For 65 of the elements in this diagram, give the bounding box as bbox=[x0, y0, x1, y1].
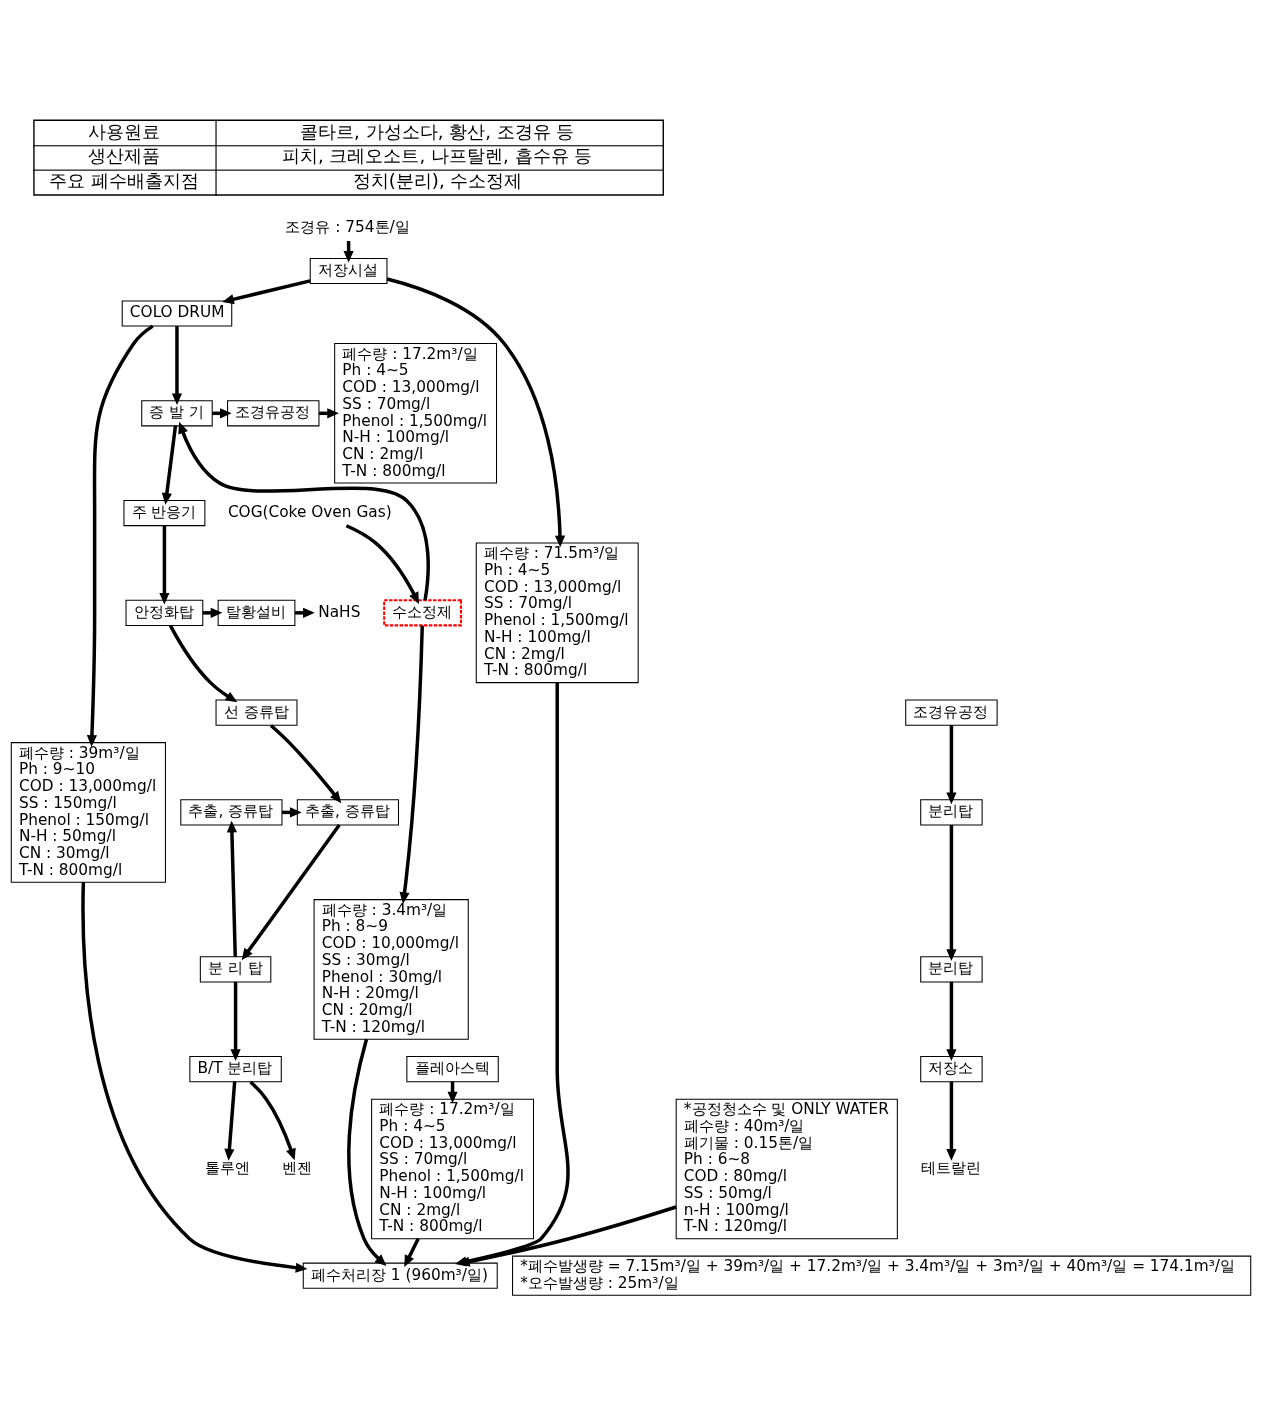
label: *폐수발생량 = 7.15m³/일 + 39m³/일 + 17.2m³/일 + 3.4m³/일 + 3m³/일 + 40m³/일 = 174.1m³/일 bbox=[520, 1256, 1235, 1275]
node-box: 플레아스텍 bbox=[406, 1055, 499, 1082]
node-box: 분 리 탑 bbox=[199, 955, 272, 982]
node-text: 조경유 : 754톤/일 bbox=[285, 217, 410, 236]
node-box: 폐수처리장 1 (960m³/일) bbox=[302, 1262, 498, 1289]
arrow bbox=[178, 421, 430, 601]
node-box: 추출, 증류탑 bbox=[180, 798, 283, 825]
arrow bbox=[399, 625, 424, 904]
label: 정치(분리), 수소정제 bbox=[352, 169, 523, 191]
node-text: 테트랄린 bbox=[920, 1158, 981, 1177]
node-box: 주 반응기 bbox=[123, 499, 206, 526]
arrow bbox=[458, 1204, 677, 1267]
node-box: B/T 분리탑 bbox=[189, 1055, 282, 1082]
arrow bbox=[171, 325, 183, 405]
arrow bbox=[222, 278, 311, 304]
label: 피치, 크레오소트, 나프탈렌, 흡수유 등 bbox=[281, 144, 593, 166]
node-box: 선 증류탑 bbox=[215, 699, 298, 726]
node-box: 증 발 기 bbox=[141, 399, 213, 426]
arrow bbox=[269, 723, 342, 803]
node-box: 수소정제 bbox=[383, 598, 462, 626]
label: 주요 폐수배출지점 bbox=[49, 169, 200, 191]
arrow bbox=[295, 607, 315, 618]
arrow bbox=[224, 1081, 237, 1161]
node-box: 폐수량 : 17.2m³/일 Ph : 4~5 COD : 13,000mg/l SS : 70mg/l Phenol : 1,500mg/l N-H : 100mg/l CN : 2mg/l T-N : 800mg/l bbox=[371, 1098, 535, 1239]
node-box: 조경유공정 bbox=[905, 699, 998, 726]
arrow bbox=[230, 981, 241, 1061]
arrow bbox=[226, 820, 237, 957]
node-box: 분리탑 bbox=[920, 955, 983, 982]
arrow bbox=[946, 724, 957, 804]
node-box: *공정청소수 및 ONLY WATER 폐수량 : 40m³/일 폐기물 : 0.15톤/일 Ph : 6~8 COD : 80mg/l SS : 50mg/l n-H : 100mg/l T-N : 120mg/l bbox=[675, 1098, 898, 1239]
arrow bbox=[386, 276, 566, 547]
node-box: 폐수량 : 71.5m³/일 Ph : 4~5 COD : 13,000mg/l SS : 70mg/l Phenol : 1,500mg/l N-H : 100mg/l CN : 2mg/l T-N : 800mg/l bbox=[475, 542, 639, 683]
arrow bbox=[249, 1080, 296, 1160]
arrow bbox=[241, 823, 341, 960]
label: 생산제품 bbox=[88, 144, 161, 166]
node-box: 저장소 bbox=[920, 1055, 983, 1082]
node-box: 조경유공정 bbox=[227, 399, 320, 426]
label: *오수발생량 : 25m³/일 bbox=[520, 1273, 679, 1292]
arrow bbox=[946, 981, 957, 1061]
node-box: 탈황설비 bbox=[217, 599, 296, 626]
label: 사용원료 bbox=[88, 120, 161, 142]
arrow bbox=[946, 824, 957, 961]
node-box: 폐수량 : 39m³/일 Ph : 9~10 COD : 13,000mg/l SS : 150mg/l Phenol : 150mg/l N-H : 50mg/l CN : 30mg/l T-N : 800mg/l bbox=[10, 741, 166, 883]
node-box: 안정화탑 bbox=[125, 599, 204, 626]
node-text: COG(Coke Oven Gas) bbox=[227, 502, 392, 521]
node-text: NaHS bbox=[318, 602, 361, 621]
arrow bbox=[404, 1237, 420, 1267]
node-box: 추출, 증류탑 bbox=[296, 798, 399, 825]
node-box: 저장시설 bbox=[309, 257, 388, 284]
node-box: 폐수량 : 17.2m³/일 Ph : 4~5 COD : 13,000mg/l SS : 70mg/l Phenol : 1,500mg/l N-H : 100mg/l CN : 2mg/l T-N : 800mg/l bbox=[334, 342, 498, 484]
arrow bbox=[159, 525, 170, 605]
arrow bbox=[946, 1081, 957, 1161]
node-box: 분리탑 bbox=[920, 798, 983, 825]
node-box: COLO DRUM bbox=[121, 299, 233, 327]
arrow bbox=[161, 425, 178, 505]
arrow bbox=[168, 624, 238, 702]
node-text: 톨루엔 bbox=[204, 1158, 250, 1177]
arrow bbox=[86, 324, 154, 747]
arrow bbox=[347, 1038, 387, 1266]
arrow bbox=[81, 881, 308, 1273]
arrow bbox=[202, 607, 223, 618]
node-text: 벤젠 bbox=[281, 1158, 312, 1177]
node-box: 폐수량 : 3.4m³/일 Ph : 8~9 COD : 10,000mg/l SS : 30mg/l Phenol : 30mg/l N-H : 20mg/l CN : 20mg/l T-N : 120mg/l bbox=[313, 898, 469, 1040]
label: 콜타르, 가성소다, 황산, 조경유 등 bbox=[300, 120, 575, 142]
arrow bbox=[345, 523, 420, 604]
